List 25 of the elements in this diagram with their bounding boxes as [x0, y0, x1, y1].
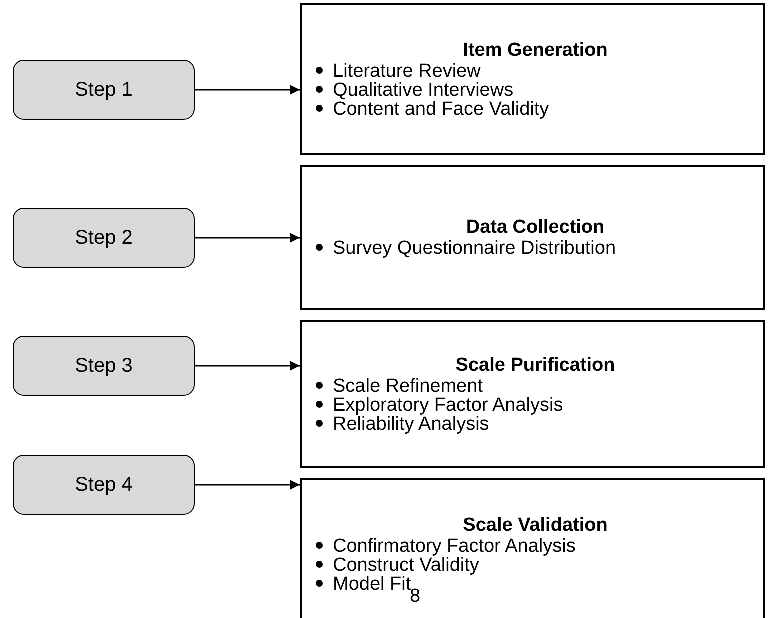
detail-box — [300, 320, 765, 468]
bullet-item: Qualitative Interviews — [316, 80, 755, 100]
detail-box — [300, 3, 765, 155]
box-heading: Scale Purification — [454, 354, 616, 376]
bullet-item: Content and Face Validity — [316, 100, 755, 118]
bullet-item: Survey Questionnaire Distribution — [316, 239, 755, 258]
box-heading: Data Collection — [465, 217, 606, 239]
step-box: Step 2 — [13, 208, 195, 268]
box-heading: Item Generation — [462, 40, 609, 62]
bullet-item: Literature Review — [316, 62, 755, 80]
step-box: Step 3 — [13, 336, 195, 396]
step-box: Step 1 — [13, 60, 195, 120]
bullet-item: Reliability Analysis — [316, 414, 755, 434]
arrow — [195, 480, 300, 490]
bullet-item: Construct Validity — [316, 556, 755, 574]
detail-box — [300, 165, 765, 310]
bullet-item: Scale Refinement — [316, 376, 755, 396]
detail-box — [300, 478, 765, 618]
arrow — [195, 85, 300, 95]
bullet-item: Exploratory Factor Analysis — [316, 396, 755, 414]
bullet-item: Confirmatory Factor Analysis — [316, 536, 755, 556]
arrow — [195, 233, 300, 243]
step-box: Step 4 — [13, 455, 195, 515]
box-heading: Scale Validation — [462, 514, 609, 536]
arrow — [195, 361, 300, 371]
